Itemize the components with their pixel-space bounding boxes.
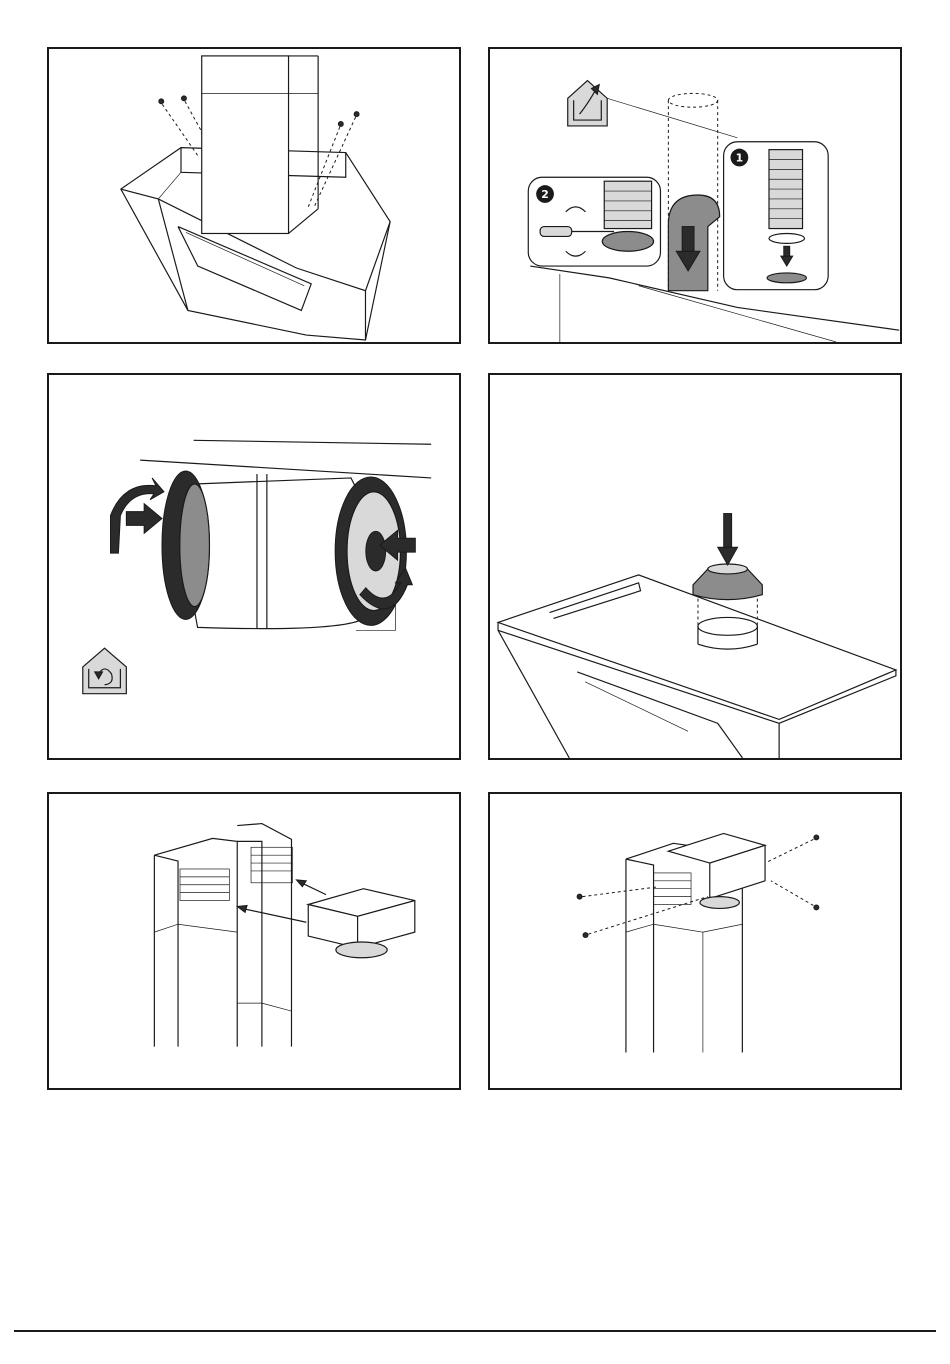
hood-top (498, 575, 896, 719)
panel-outlet-collar-fitting (488, 373, 902, 760)
screw-icon (577, 887, 658, 899)
outlet-collar-illustration (490, 375, 900, 758)
chimney-screw-fixing-illustration (49, 49, 459, 342)
panel-chimney-screw-fixing (47, 47, 461, 344)
arrow-down-icon (718, 547, 738, 565)
panel-carbon-filter-installation (47, 373, 461, 760)
flexible-duct (769, 150, 803, 229)
screw-icon (765, 835, 819, 863)
step-two-callout: 2 (528, 177, 660, 266)
panel-ducted-outlet-connection: 1 2 (488, 47, 902, 344)
carbon-filter-illustration (49, 375, 459, 758)
outlet-ring (698, 617, 757, 635)
bracket-screw-illustration (490, 794, 900, 1088)
fixing-bracket (308, 889, 415, 958)
carbon-filter-left (162, 471, 210, 619)
house-recirculation-icon (83, 648, 127, 694)
chimney-cover (202, 56, 289, 234)
panel-chimney-bracket-insertion (47, 792, 461, 1090)
panel-chimney-bracket-screw-fixing (488, 792, 902, 1090)
footer-rule (14, 1330, 936, 1332)
push-arrow-icon (126, 504, 162, 534)
step-one-marker: 1 (736, 151, 744, 164)
screw-icon (159, 99, 198, 156)
step-one-callout: 1 (724, 142, 829, 290)
screw-icon (181, 96, 200, 130)
chimney-bracket-illustration (49, 794, 459, 1088)
vent-grille (251, 847, 292, 883)
house-exhaust-icon (568, 81, 607, 126)
outlet-collar (693, 564, 762, 600)
ducted-outlet-illustration: 1 2 (490, 49, 900, 342)
screw-icon (771, 881, 819, 910)
step-two-marker: 2 (541, 188, 549, 201)
screw-icon (583, 897, 708, 938)
